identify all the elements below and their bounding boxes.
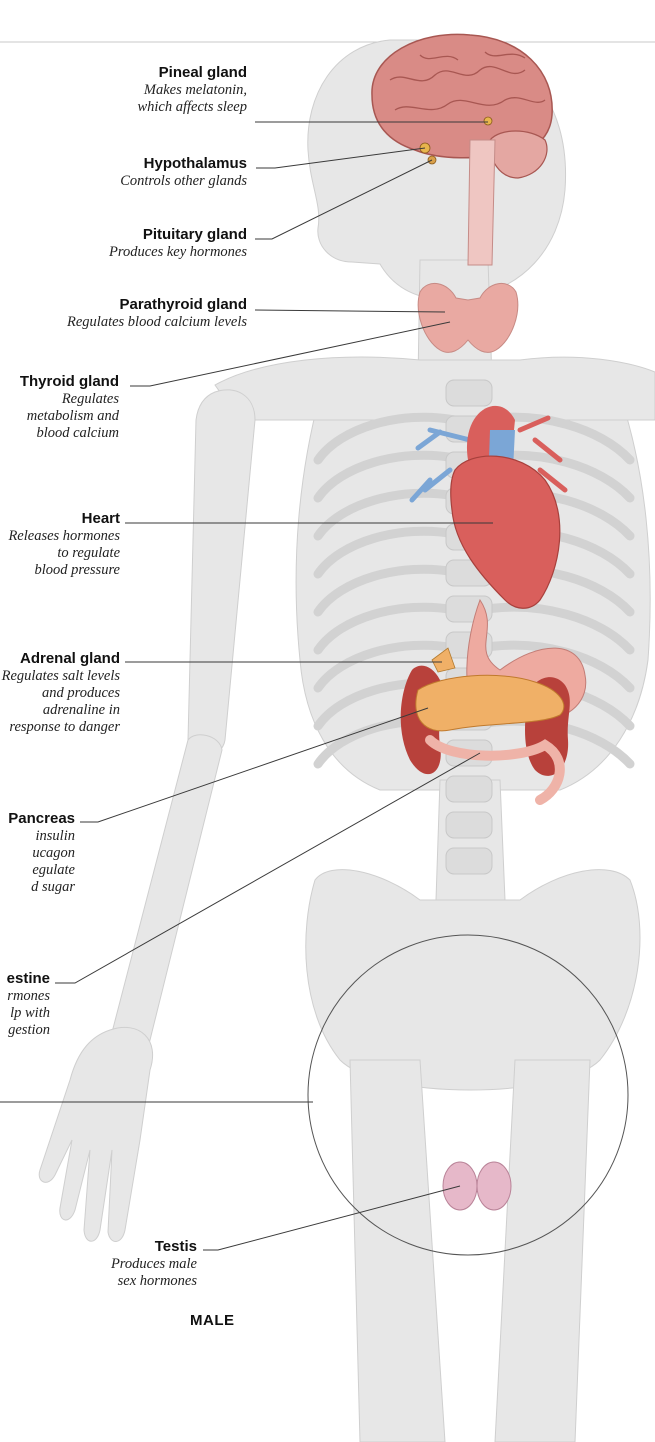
label-desc-line: ucagon [8,845,75,862]
label-desc-line: and produces [2,685,120,702]
label-pituitary-gland: Pituitary gland Produces key hormones [109,226,247,261]
label-desc-line: Makes melatonin, [137,82,247,99]
label-desc-line: Regulates [20,391,119,408]
label-desc-line: Regulates salt levels [2,668,120,685]
label-desc-line: Controls other glands [120,173,247,190]
label-desc-line: Releases hormones [8,528,120,545]
label-pancreas: Pancreas insulin ucagon egulate d sugar [8,810,75,896]
label-name: Thyroid gland [20,373,119,391]
vertebra [446,848,492,874]
label-desc-line: sex hormones [111,1273,197,1290]
label-desc-line: blood pressure [8,562,120,579]
leader-parathyroid [255,310,445,312]
label-desc-line: gestion [7,1022,50,1039]
label-name: Heart [8,510,120,528]
brainstem [468,140,495,265]
vertebra [446,812,492,838]
label-name: Pituitary gland [109,226,247,244]
label-desc-line: d sugar [8,879,75,896]
label-desc-line: to regulate [8,545,120,562]
label-intestine: estine rmones lp with gestion [7,970,50,1039]
sex-label: MALE [190,1312,235,1329]
shoulder-girdle [215,357,655,420]
label-desc-line: blood calcium [20,425,119,442]
label-desc-line: rmones [7,988,50,1005]
label-name: Hypothalamus [120,155,247,173]
forearm [110,735,222,1054]
label-heart: Heart Releases hormones to regulate bloo… [8,510,120,579]
label-hypothalamus: Hypothalamus Controls other glands [120,155,247,190]
vertebra [446,380,492,406]
femur-right [495,1060,590,1442]
pineal-gland [484,117,492,125]
label-name: Testis [111,1238,197,1256]
label-desc-line: metabolism and [20,408,119,425]
humerus [188,390,255,756]
label-desc-line: egulate [8,862,75,879]
label-desc-line: which affects sleep [137,99,247,116]
label-desc-line: Regulates blood calcium levels [67,314,247,331]
label-desc-line: insulin [8,828,75,845]
label-desc-line: Produces male [111,1256,197,1273]
label-name: Pineal gland [137,64,247,82]
label-name: Pancreas [8,810,75,828]
label-testis: Testis Produces male sex hormones [111,1238,197,1290]
pelvis [306,870,640,1090]
label-desc-line: adrenaline in [2,702,120,719]
label-desc-line: response to danger [2,719,120,736]
label-name: estine [7,970,50,988]
label-adrenal-gland: Adrenal gland Regulates salt levels and … [2,650,120,736]
label-name: Adrenal gland [2,650,120,668]
label-thyroid-gland: Thyroid gland Regulates metabolism and b… [20,373,119,442]
label-pineal-gland: Pineal gland Makes melatonin, which affe… [137,64,247,116]
vertebra [446,776,492,802]
label-parathyroid-gland: Parathyroid gland Regulates blood calciu… [67,296,247,331]
label-name: Parathyroid gland [67,296,247,314]
testis-right [477,1162,511,1210]
label-desc-line: Produces key hormones [109,244,247,261]
label-desc-line: lp with [7,1005,50,1022]
hand [39,1027,152,1241]
